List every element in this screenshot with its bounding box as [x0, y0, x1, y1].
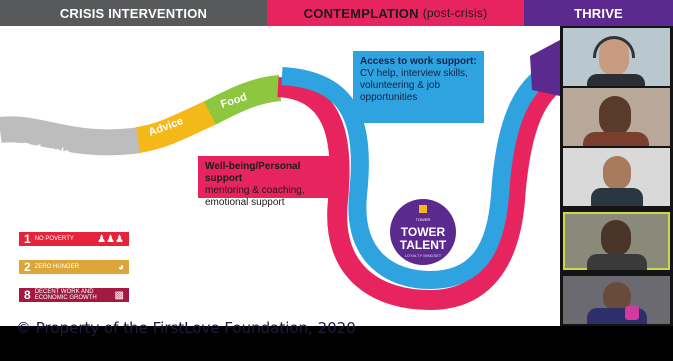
family-icon: ♟♟♟ — [97, 233, 124, 245]
bowl-icon: ◕ — [117, 261, 124, 273]
thrive-arrow — [530, 40, 560, 96]
participant-face — [599, 96, 631, 136]
headphones-icon — [593, 36, 635, 58]
wellbeing-box: Well-being/Personal support mentoring & … — [198, 156, 340, 208]
logo-line2: TALENT — [400, 238, 447, 252]
path-segment-advice — [135, 100, 218, 153]
header-thrive-label: THRIVE — [574, 5, 623, 21]
logo-line1: TOWER — [401, 225, 446, 239]
participant-body — [587, 254, 647, 270]
participant-tile-3[interactable] — [563, 148, 670, 206]
mug-icon — [625, 306, 639, 320]
access-box-title: Access to work support: — [360, 56, 477, 67]
participant-tile-5[interactable] — [563, 276, 670, 324]
sdg-label: NO POVERTY — [34, 236, 74, 242]
sdg-label: DECENT WORK AND ECONOMIC GROWTH — [34, 289, 97, 301]
sdg-number: 2 — [24, 260, 31, 274]
path-segment-pink — [276, 71, 560, 311]
path-segment-blue — [281, 57, 560, 290]
participant-body — [583, 132, 649, 146]
header-contemplation: CONTEMPLATION(post-crisis) — [267, 0, 524, 26]
participant-face — [601, 220, 631, 256]
logo-tagline: LOYALTY MINDSET — [405, 253, 442, 258]
access-box-body: CV help, interview skills, volunteering … — [360, 68, 468, 103]
path-segment-food — [204, 75, 282, 125]
journey-path: Referrals Advice Food TOWER TOWER TALENT… — [0, 40, 560, 311]
participant-tile-1[interactable] — [563, 28, 670, 86]
header-contemplation-label: CONTEMPLATION — [303, 5, 419, 21]
participant-face — [603, 156, 631, 190]
wellbeing-box-title: Well-being/Personal support — [205, 161, 301, 184]
participant-body — [591, 188, 643, 206]
sdg-badge-2: 2 ZERO HUNGER ◕ — [19, 260, 129, 274]
copyright-watermark: © Property of the FirstLove Foundation, … — [16, 319, 356, 337]
sdg-badge-8: 8 DECENT WORK AND ECONOMIC GROWTH ▩ — [19, 288, 129, 302]
wellbeing-box-body: mentoring & coaching, emotional support — [205, 185, 305, 208]
sdg-number: 1 — [24, 232, 31, 246]
shared-slide: CRISIS INTERVENTION CONTEMPLATION(post-c… — [0, 0, 560, 326]
participants-panel — [560, 26, 673, 326]
logo-small-text: TOWER — [416, 217, 431, 222]
tower-talent-logo: TOWER TOWER TALENT LOYALTY MINDSET — [390, 199, 456, 265]
participant-tile-4[interactable] — [563, 212, 670, 270]
path-segment-referrals — [0, 116, 142, 156]
sdg-number: 8 — [24, 288, 31, 302]
participant-tile-2[interactable] — [563, 88, 670, 146]
growth-chart-icon: ▩ — [114, 289, 124, 301]
header-crisis-label: CRISIS INTERVENTION — [59, 5, 208, 21]
sdg-label: ZERO HUNGER — [34, 264, 80, 270]
header-contemplation-sub: (post-crisis) — [422, 6, 488, 20]
sdg-badge-1: 1 NO POVERTY ♟♟♟ — [19, 232, 129, 246]
header-crisis-intervention: CRISIS INTERVENTION — [0, 0, 267, 26]
participant-body — [587, 74, 645, 86]
header-thrive: THRIVE — [524, 0, 673, 26]
access-to-work-box: Access to work support: CV help, intervi… — [353, 51, 484, 123]
